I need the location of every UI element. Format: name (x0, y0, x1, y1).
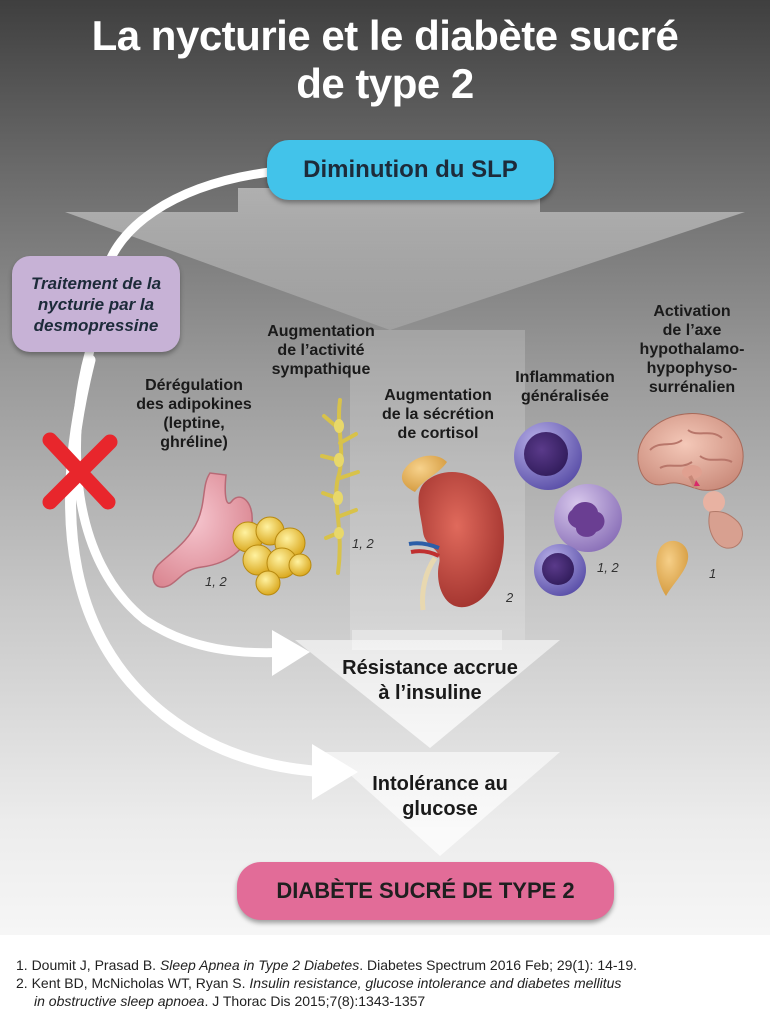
reference-2-continued: in obstructive sleep apnoea. J Thorac Di… (16, 992, 766, 1010)
ref-cortisol: 2 (506, 590, 514, 605)
reference-1-source: . Diabetes Spectrum 2016 Feb; 29(1): 14-… (359, 957, 638, 973)
insulin-resistance-label: Résistance accrue à l’insuline (342, 657, 518, 704)
reference-1-title: Sleep Apnea in Type 2 Diabetes (159, 957, 360, 973)
stomach-icon (152, 472, 312, 596)
nerve-icon (320, 398, 360, 575)
funnel-1-stem (352, 630, 502, 650)
ref-hpa-axis: 1 (709, 566, 717, 581)
treatment-box: Traitement de la nycturie par la desmopr… (12, 256, 180, 352)
ref-sympathetic: 1, 2 (352, 536, 374, 551)
reference-2-authors: 2. Kent BD, McNicholas WT, Ryan S. (16, 975, 250, 991)
funnel-1 (295, 640, 560, 748)
references: 1. Doumit J, Prasad B. Sleep Apnea in Ty… (16, 956, 766, 1010)
mechanism-label-adipokines: Dérégulation des adipokines (leptine, gh… (136, 377, 252, 451)
reference-1-authors: 1. Doumit J, Prasad B. (16, 957, 160, 973)
reference-2-source: . J Thorac Dis 2015;7(8):1343-1357 (204, 993, 426, 1009)
diagram-panel: La nycturie et le diabète sucré de type … (0, 0, 770, 935)
kidney-icon (401, 455, 504, 611)
treatment-label: Traitement de la nycturie par la desmopr… (30, 273, 162, 335)
reference-2: 2. Kent BD, McNicholas WT, Ryan S. Insul… (16, 974, 766, 992)
red-x-icon (42, 432, 118, 510)
title-line-1: La nycturie et le diabète sucré (91, 12, 679, 59)
arrowhead-2 (312, 744, 358, 800)
diabetes-box: DIABÈTE SUCRÉ DE TYPE 2 (237, 862, 614, 920)
big-down-arrow (65, 188, 745, 330)
title-line-2: de type 2 (296, 60, 474, 107)
ref-adipokines: 1, 2 (205, 574, 227, 589)
page-title: La nycturie et le diabète sucré de type … (0, 12, 770, 108)
mechanism-label-inflammation: Inflammation généralisée (515, 369, 615, 405)
ref-inflammation: 1, 2 (597, 560, 619, 575)
arrowhead-1 (272, 630, 310, 676)
reference-2-title: Insulin resistance, glucose intolerance … (249, 975, 622, 991)
blood-cells-icon (514, 422, 622, 596)
mechanism-label-sympathetic: Augmentation de l’activité sympathique (267, 323, 375, 378)
brain-icon (637, 413, 744, 596)
slp-box: Diminution du SLP (267, 140, 554, 200)
mechanism-label-cortisol: Augmentation de la sécrétion de cortisol (381, 387, 495, 442)
reference-1: 1. Doumit J, Prasad B. Sleep Apnea in Ty… (16, 956, 766, 974)
reference-2-title-end: in obstructive sleep apnoea (34, 993, 205, 1009)
funnel-2 (325, 752, 560, 856)
mechanism-label-hpa-axis: Activation de l’axe hypothalamo- hypophy… (639, 303, 745, 396)
glucose-intolerance-label: Intolérance au glucose (372, 773, 508, 820)
flow-background (65, 188, 745, 856)
